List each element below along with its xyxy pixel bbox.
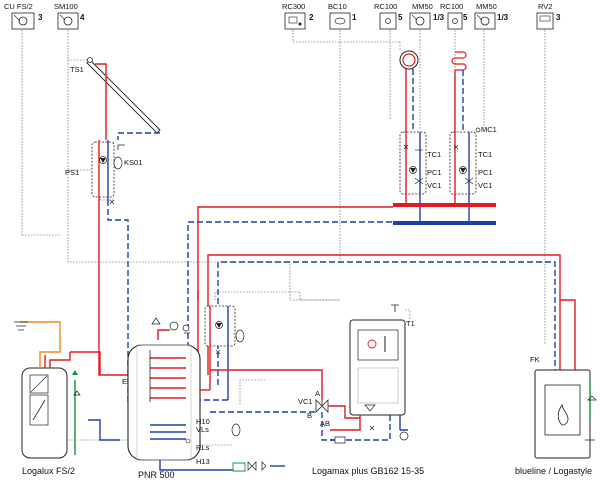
svg-text:VC1: VC1: [478, 181, 493, 190]
logamax-boiler: T1 Logamax plus GB162 15-35: [312, 304, 424, 476]
solar-collector: TS1: [70, 57, 161, 140]
svg-text:PC1: PC1: [478, 168, 493, 177]
control-module-mm50-b: MM50 1/3: [474, 2, 509, 30]
tank-safety-group: [151, 317, 190, 340]
blueline-stove: FK blueline / Logastyle: [515, 355, 597, 476]
svg-text:1: 1: [352, 13, 357, 22]
svg-text:PS1: PS1: [65, 168, 79, 177]
pnr500-tank: E H10 VLs RLs H13 PNR 500: [122, 344, 210, 480]
tank-charge-station: [200, 305, 245, 401]
cold-water-inlet: [159, 460, 285, 472]
svg-text:1/3: 1/3: [497, 13, 509, 22]
svg-text:PNR 500: PNR 500: [138, 470, 175, 480]
valve-symbols: [109, 199, 375, 437]
svg-text:RC300: RC300: [282, 2, 305, 11]
svg-text:PC1: PC1: [427, 168, 442, 177]
svg-text:MC1: MC1: [481, 125, 497, 134]
svg-text:RC100: RC100: [374, 2, 397, 11]
svg-text:RV2: RV2: [538, 2, 552, 11]
svg-text:VLs: VLs: [196, 425, 209, 434]
svg-text:RC100: RC100: [440, 2, 463, 11]
svg-text:AB: AB: [320, 419, 330, 428]
control-module-mm50-a: MM50 1/3: [409, 2, 445, 30]
svg-text:5: 5: [463, 13, 468, 22]
logalux-fs2: Logalux FS/2: [14, 321, 120, 476]
svg-text:5: 5: [398, 13, 403, 22]
control-module-rc100-b: RC100 5: [440, 2, 468, 30]
control-module-rc300: RC300 2: [282, 2, 314, 30]
control-module-bc10: BC10 1: [328, 2, 357, 30]
svg-text:TS1: TS1: [70, 65, 84, 74]
svg-text:Logalux FS/2: Logalux FS/2: [22, 466, 75, 476]
mixer-station-1: TC1 PC1 VC1: [399, 131, 442, 225]
svg-text:Logamax plus GB162 15-35: Logamax plus GB162 15-35: [312, 466, 424, 476]
control-module-rc100-a: RC100 5: [374, 2, 403, 30]
svg-text:VC1: VC1: [427, 181, 442, 190]
svg-text:VC1: VC1: [298, 397, 313, 406]
svg-text:4: 4: [80, 13, 85, 22]
floor-heating-circuit: [451, 51, 467, 132]
distribution-manifold: [393, 203, 496, 225]
control-module-sm100: SM100 4: [54, 2, 85, 30]
svg-text:KS01: KS01: [124, 158, 142, 167]
svg-text:MM50: MM50: [412, 2, 433, 11]
svg-text:H13: H13: [196, 457, 210, 466]
svg-text:E: E: [122, 377, 127, 386]
svg-text:FK: FK: [530, 355, 540, 364]
signal-wiring: [21, 30, 546, 446]
svg-text:SM100: SM100: [54, 2, 78, 11]
svg-text:3: 3: [556, 13, 561, 22]
mixer-station-2: MC1 TC1 PC1 VC1: [449, 125, 497, 225]
svg-text:T1: T1: [406, 319, 415, 328]
svg-text:blueline / Logastyle: blueline / Logastyle: [515, 466, 592, 476]
svg-text:2: 2: [309, 13, 314, 22]
svg-text:H10: H10: [196, 417, 210, 426]
svg-text:MM50: MM50: [476, 2, 497, 11]
control-module-rv2: RV2 3: [536, 2, 561, 30]
svg-text:BC10: BC10: [328, 2, 347, 11]
svg-text:CU FS/2: CU FS/2: [4, 2, 33, 11]
three-way-valve-vc1: VC1 A B AB: [210, 369, 360, 444]
svg-text:TC1: TC1: [427, 150, 441, 159]
svg-text:3: 3: [38, 13, 43, 22]
svg-text:RLs: RLs: [196, 443, 210, 452]
svg-text:B: B: [307, 411, 312, 420]
radiator-circuit: [399, 50, 419, 132]
control-module-cu-fs2: CU FS/2 3: [4, 2, 43, 30]
svg-text:TC1: TC1: [478, 150, 492, 159]
svg-text:1/3: 1/3: [433, 13, 445, 22]
svg-text:A: A: [315, 389, 320, 398]
